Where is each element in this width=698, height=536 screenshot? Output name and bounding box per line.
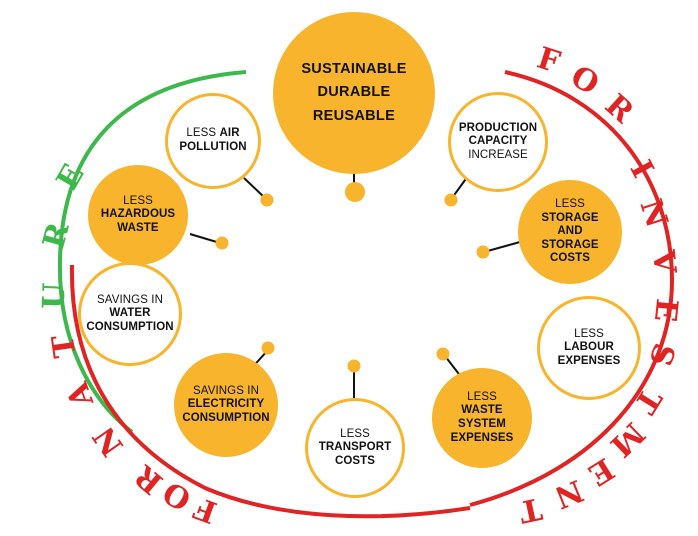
arc-letter: E [50, 159, 92, 196]
water-line-2: WATER [109, 307, 151, 320]
connector-air [243, 177, 266, 199]
dot-waste-system [436, 347, 450, 361]
benefit-transport-costs: LESS TRANSPORT COSTS [305, 398, 405, 498]
labour-line-1: LESS [574, 327, 604, 340]
dot-production [444, 193, 458, 207]
electricity-line-1: SAVINGS IN [193, 384, 259, 397]
transport-line-1: LESS [340, 427, 370, 440]
connector-dots [215, 182, 490, 373]
benefit-hazardous-waste: LESS HAZARDOUS WASTE [88, 165, 188, 265]
waste-system-line-3: SYSTEM [458, 418, 506, 430]
storage-line-4: STORAGE [541, 238, 599, 251]
arc-letter: I [623, 155, 660, 184]
dot-transport [347, 359, 361, 373]
arc-letter: E [647, 297, 684, 323]
air-line-1: LESS AIR [186, 127, 239, 141]
hazardous-line-3: WASTE [117, 221, 159, 234]
production-line-3: INCREASE [468, 148, 528, 161]
arc-letter: T [515, 490, 545, 529]
center-line-3: REUSABLE [312, 107, 396, 124]
arc-letter: U [37, 282, 73, 309]
production-line-2: CAPACITY [468, 135, 528, 148]
arc-letter: N [633, 195, 675, 232]
benefit-storage-costs: LESS STORAGE AND STORAGE COSTS [518, 180, 622, 284]
electricity-line-3: CONSUMPTION [182, 411, 270, 424]
dot-center [345, 182, 365, 202]
arc-letter: S [641, 339, 681, 370]
benefit-labour-expenses: LESS LABOUR EXPENSES [537, 296, 641, 400]
arc-letter: N [549, 472, 588, 515]
air-line-2: POLLUTION [179, 141, 247, 153]
water-line-3: CONSUMPTION [86, 320, 174, 333]
transport-line-3: COSTS [334, 454, 376, 467]
arc-letter: F [189, 489, 221, 529]
transport-line-2: TRANSPORT [318, 441, 392, 454]
arc-letter: F [533, 41, 564, 81]
arc-letter: V [645, 247, 682, 276]
arc-letter: M [603, 415, 651, 463]
center-line-2: DURABLE [317, 84, 391, 101]
benefit-air-pollution: LESS AIR POLLUTION [165, 93, 261, 189]
air-word-less: LESS [186, 127, 220, 140]
storage-line-5: COSTS [549, 252, 591, 265]
benefit-production-capacity: PRODUCTION CAPACITY INCREASE [448, 92, 548, 192]
dot-air [260, 193, 274, 207]
arc-letter: T [46, 332, 84, 360]
nature-arc-green [57, 70, 247, 434]
air-word-air: AIR [219, 127, 240, 140]
labour-line-2: LABOUR [564, 341, 614, 354]
production-line-1: PRODUCTION [458, 121, 538, 134]
electricity-line-2: ELECTRICITY [187, 398, 265, 411]
storage-line-2: STORAGE [541, 211, 599, 224]
investment-arc-red [469, 70, 675, 507]
connector-hazardous [189, 233, 221, 244]
dot-electricity [261, 341, 275, 355]
storage-line-1: LESS [555, 198, 585, 211]
arc-letter: T [626, 382, 668, 420]
arc-letter: R [36, 218, 77, 252]
waste-system-line-2: WASTE [461, 404, 503, 417]
arc-letter: E [582, 450, 620, 492]
waste-system-line-4: EXPENSES [450, 431, 514, 444]
benefit-water-consumption: SAVINGS IN WATER CONSUMPTION [78, 262, 182, 366]
center-line-1: SUSTAINABLE [301, 61, 407, 78]
nature-arc-red [69, 264, 471, 519]
dot-storage [476, 245, 490, 259]
center-circle: SUSTAINABLE DURABLE REUSABLE [273, 12, 435, 174]
benefit-waste-system-expenses: LESS WASTE SYSTEM EXPENSES [432, 368, 532, 468]
water-line-1: SAVINGS IN [97, 293, 163, 306]
connector-storage [483, 241, 521, 253]
benefit-electricity-consumption: SAVINGS IN ELECTRICITY CONSUMPTION [174, 353, 278, 457]
hazardous-line-2: HAZARDOUS [100, 208, 176, 221]
storage-line-3: AND [557, 225, 583, 238]
hazardous-line-1: LESS [123, 194, 153, 207]
dot-hazardous [215, 236, 229, 250]
labour-line-3: EXPENSES [557, 354, 621, 367]
waste-system-line-1: LESS [467, 390, 497, 403]
